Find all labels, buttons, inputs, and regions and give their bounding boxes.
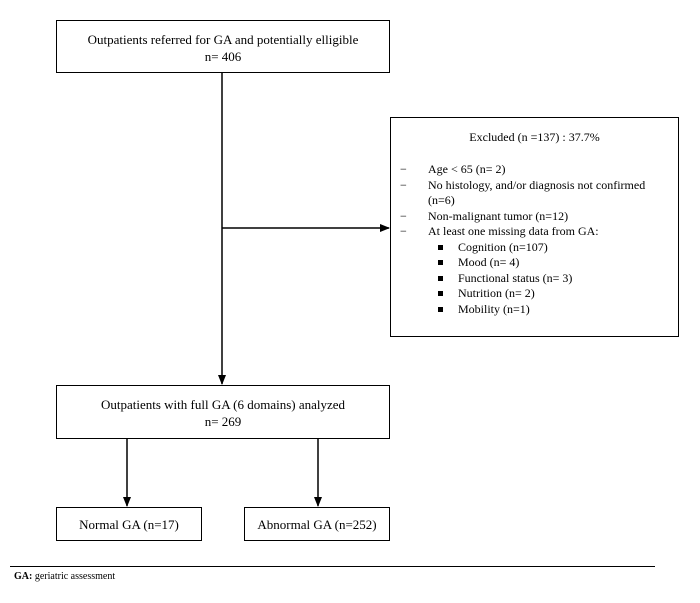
square-bullet-icon bbox=[438, 291, 443, 296]
excluded-item-label: Non-malignant tumor (n=12) bbox=[428, 208, 569, 223]
excluded-list: − Age < 65 (n= 2) − No histology, and/or… bbox=[400, 162, 672, 317]
excluded-item-label: Age < 65 (n= 2) bbox=[428, 162, 506, 176]
square-bullet-icon bbox=[438, 260, 443, 265]
analyzed-patients-label: Outpatients with full GA (6 domains) ana… bbox=[100, 397, 346, 412]
excluded-item-non-malignant: − Non-malignant tumor (n=12) bbox=[400, 209, 672, 225]
dash-bullet: − bbox=[400, 177, 407, 192]
square-bullet-icon bbox=[438, 244, 443, 250]
footnote: GA: geriatric assessment bbox=[14, 571, 115, 582]
dash-bullet: − bbox=[400, 224, 407, 238]
dash-bullet: − bbox=[400, 162, 407, 176]
normal-ga-label: Normal GA (n=17) bbox=[79, 517, 179, 532]
analyzed-patients-box: Outpatients with full GA (6 domains) ana… bbox=[56, 385, 390, 439]
sub-item-label: Mood (n= 4) bbox=[458, 255, 520, 269]
excluded-box: Excluded (n =137) : 37.7% − Age < 65 (n=… bbox=[390, 117, 679, 337]
excluded-item-age: − Age < 65 (n= 2) bbox=[400, 162, 672, 178]
sub-item-label: Nutrition (n= 2) bbox=[458, 286, 535, 300]
sub-item-label: Mobility (n=1) bbox=[458, 301, 530, 316]
sub-item-mobility: Mobility (n=1) bbox=[428, 302, 672, 318]
footnote-divider bbox=[10, 566, 655, 567]
sub-item-cognition: Cognition (n=107) bbox=[428, 240, 672, 256]
referred-patients-count: n= 406 bbox=[204, 49, 242, 64]
excluded-item-label: No histology, and/or diagnosis not confi… bbox=[428, 177, 646, 208]
footnote-abbreviation: GA: bbox=[14, 571, 33, 582]
sub-item-functional-status: Functional status (n= 3) bbox=[428, 271, 672, 287]
referred-patients-box: Outpatients referred for GA and potentia… bbox=[56, 20, 390, 73]
sub-item-mood: Mood (n= 4) bbox=[428, 255, 672, 271]
normal-ga-box: Normal GA (n=17) bbox=[56, 507, 202, 541]
analyzed-patients-count: n= 269 bbox=[204, 414, 242, 429]
dash-bullet: − bbox=[400, 208, 407, 223]
sub-item-nutrition: Nutrition (n= 2) bbox=[428, 286, 672, 302]
excluded-title: Excluded (n =137) : 37.7% bbox=[469, 130, 600, 144]
square-bullet-icon bbox=[438, 306, 443, 312]
abnormal-ga-label: Abnormal GA (n=252) bbox=[257, 517, 377, 532]
square-bullet-icon bbox=[438, 275, 443, 281]
missing-data-sublist: Cognition (n=107) Mood (n= 4) Functional… bbox=[428, 240, 672, 318]
excluded-item-histology: − No histology, and/or diagnosis not con… bbox=[400, 178, 672, 209]
sub-item-label: Functional status (n= 3) bbox=[458, 270, 573, 285]
footnote-text: geriatric assessment bbox=[32, 571, 116, 582]
referred-patients-label: Outpatients referred for GA and potentia… bbox=[87, 32, 359, 47]
excluded-item-missing-data: − At least one missing data from GA: Cog… bbox=[400, 224, 672, 317]
abnormal-ga-box: Abnormal GA (n=252) bbox=[244, 507, 390, 541]
sub-item-label: Cognition (n=107) bbox=[458, 239, 548, 254]
excluded-item-label: At least one missing data from GA: bbox=[428, 224, 599, 238]
